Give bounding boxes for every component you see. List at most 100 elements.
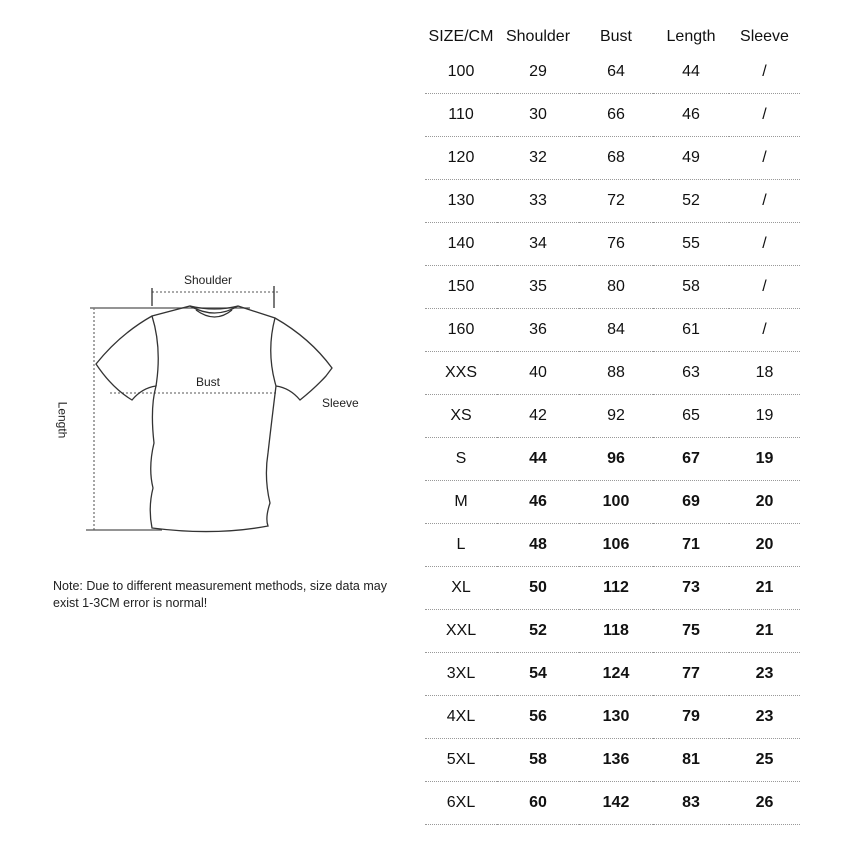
- cell-size: 150: [425, 265, 497, 309]
- cell-length: 73: [653, 566, 729, 610]
- cell-size: 4XL: [425, 695, 497, 739]
- cell-length: 49: [653, 136, 729, 180]
- cell-size: 6XL: [425, 781, 497, 825]
- cell-length: 83: [653, 781, 729, 825]
- cell-bust: 76: [579, 222, 653, 266]
- cell-length: 71: [653, 523, 729, 567]
- length-label: Length: [55, 401, 70, 439]
- cell-length: 81: [653, 738, 729, 782]
- cell-bust: 112: [579, 566, 653, 610]
- cell-bust: 92: [579, 394, 653, 438]
- cell-sleeve: 25: [729, 738, 800, 782]
- cell-bust: 80: [579, 265, 653, 309]
- cell-sleeve: 20: [729, 480, 800, 524]
- header-bust: Bust: [599, 27, 632, 45]
- cell-shoulder: 35: [497, 265, 579, 309]
- cell-sleeve: /: [762, 63, 767, 80]
- measurement-note: Note: Due to different measurement metho…: [53, 579, 387, 610]
- cell-length: 58: [653, 265, 729, 309]
- cell-bust: 84: [579, 308, 653, 352]
- cell-length: 67: [653, 437, 729, 481]
- cell-shoulder: 36: [497, 308, 579, 352]
- header-sleeve: Sleeve: [740, 27, 789, 45]
- cell-sleeve: 21: [729, 609, 800, 653]
- cell-length: 55: [653, 222, 729, 266]
- bust-label: Bust: [196, 375, 221, 389]
- cell-size: L: [425, 523, 497, 567]
- cell-length: 65: [653, 394, 729, 438]
- cell-sleeve: 18: [729, 351, 800, 395]
- cell-length: 61: [653, 308, 729, 352]
- cell-length: 63: [653, 351, 729, 395]
- cell-bust: 100: [579, 480, 653, 524]
- cell-shoulder: 32: [497, 136, 579, 180]
- cell-bust: 124: [579, 652, 653, 696]
- cell-shoulder: 40: [497, 351, 579, 395]
- cell-size: 3XL: [425, 652, 497, 696]
- cell-sleeve: /: [729, 179, 800, 223]
- cell-sleeve: /: [729, 136, 800, 180]
- cell-size: XXS: [425, 351, 497, 395]
- cell-shoulder: 58: [497, 738, 579, 782]
- cell-length: 79: [653, 695, 729, 739]
- cell-bust: 68: [579, 136, 653, 180]
- cell-sleeve: 19: [729, 437, 800, 481]
- header-shoulder: Shoulder: [505, 27, 571, 45]
- cell-sleeve: /: [729, 222, 800, 266]
- measurement-diagram: Shoulder Bust Sleeve Length: [50, 268, 380, 548]
- cell-shoulder: 48: [497, 523, 579, 567]
- cell-shoulder: 30: [497, 93, 579, 137]
- cell-size: 120: [425, 136, 497, 180]
- cell-shoulder: 33: [497, 179, 579, 223]
- cell-bust: 130: [579, 695, 653, 739]
- cell-shoulder: 34: [497, 222, 579, 266]
- cell-length: 46: [653, 93, 729, 137]
- cell-bust: 142: [579, 781, 653, 825]
- cell-length: 69: [653, 480, 729, 524]
- cell-sleeve: 20: [729, 523, 800, 567]
- cell-size: M: [425, 480, 497, 524]
- cell-bust: 64: [607, 63, 625, 80]
- header-length: Length: [666, 27, 716, 45]
- cell-length: 75: [653, 609, 729, 653]
- cell-sleeve: 26: [729, 781, 800, 825]
- cell-size: 140: [425, 222, 497, 266]
- cell-length: 52: [653, 179, 729, 223]
- cell-shoulder: 44: [497, 437, 579, 481]
- cell-shoulder: 29: [529, 63, 547, 80]
- cell-length: 44: [682, 63, 700, 80]
- cell-shoulder: 50: [497, 566, 579, 610]
- cell-size: 5XL: [425, 738, 497, 782]
- cell-sleeve: /: [729, 308, 800, 352]
- cell-bust: 88: [579, 351, 653, 395]
- cell-sleeve: /: [729, 93, 800, 137]
- cell-shoulder: 42: [497, 394, 579, 438]
- cell-shoulder: 52: [497, 609, 579, 653]
- cell-sleeve: 23: [729, 652, 800, 696]
- cell-shoulder: 46: [497, 480, 579, 524]
- cell-size: XL: [425, 566, 497, 610]
- tshirt-outline-icon: [86, 286, 333, 533]
- cell-length: 77: [653, 652, 729, 696]
- cell-sleeve: 21: [729, 566, 800, 610]
- shoulder-label: Shoulder: [184, 273, 233, 287]
- cell-bust: 66: [579, 93, 653, 137]
- cell-size: 160: [425, 308, 497, 352]
- table-header-row: SIZE/CM Shoulder Bust Length Sleeve: [425, 22, 800, 51]
- cell-bust: 118: [579, 609, 653, 653]
- cell-sleeve: /: [729, 265, 800, 309]
- cell-size: XS: [425, 394, 497, 438]
- size-chart-table: SIZE/CM Shoulder Bust Length Sleeve 100 2…: [425, 22, 800, 825]
